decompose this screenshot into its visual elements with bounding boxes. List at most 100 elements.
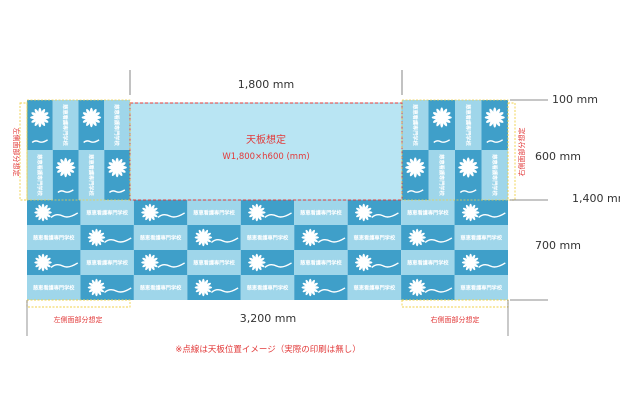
- tile: 慈恵看護専門学校: [294, 250, 348, 275]
- tile-school-name: 慈恵看護専門学校: [247, 234, 289, 242]
- flower-emblem-icon: [408, 278, 426, 297]
- tabletop-title: 天板想定: [246, 133, 286, 146]
- tile-school-name: 慈恵看護専門学校: [411, 104, 419, 146]
- tile: 慈恵看護専門学校: [402, 100, 429, 150]
- left-bottom-guide: [26, 299, 131, 308]
- wave-icon: [157, 212, 186, 219]
- wave-icon: [57, 189, 74, 194]
- tile-school-name: 慈恵看護専門学校: [113, 104, 121, 146]
- tabletop-area: [129, 102, 403, 201]
- wave-icon: [108, 189, 126, 194]
- tile: [347, 200, 402, 225]
- tile-school-name: 慈恵看護専門学校: [33, 284, 75, 292]
- tile: [80, 225, 134, 250]
- tile-school-name: 慈恵看護専門学校: [407, 209, 449, 217]
- tile: [454, 250, 508, 275]
- lower-tile-grid: 慈恵看護専門学校慈恵看護専門学校慈恵看護専門学校慈恵看護専門学校慈恵看護専門学校…: [27, 200, 508, 300]
- tile-school-name: 慈恵看護専門学校: [193, 209, 235, 217]
- tile: 慈恵看護専門学校: [240, 275, 295, 300]
- tile-school-name: 慈恵看護専門学校: [461, 234, 503, 242]
- side-guides: [19, 99, 516, 308]
- tabletop-size: W1,800×h600 (mm): [222, 152, 309, 162]
- tile: [187, 275, 241, 300]
- wave-icon: [210, 237, 239, 244]
- flower-emblem-icon: [405, 157, 426, 178]
- tile: 慈恵看護専門学校: [347, 275, 402, 300]
- tile-school-name: 慈恵看護専門学校: [247, 284, 289, 292]
- tile: 慈恵看護専門学校: [78, 150, 105, 200]
- wave-icon: [478, 212, 506, 219]
- wave-icon: [406, 189, 424, 194]
- flower-emblem-icon: [141, 253, 159, 272]
- wave-icon: [317, 287, 346, 294]
- tile-school-name: 慈恵看護専門学校: [140, 234, 182, 242]
- tile-school-name: 慈恵看護専門学校: [87, 154, 95, 196]
- wave-icon: [264, 262, 292, 269]
- tile: [454, 200, 508, 225]
- wave-icon: [317, 237, 346, 244]
- tile: [428, 100, 455, 150]
- tile: 慈恵看護専門学校: [294, 200, 348, 225]
- left-upper-tiles: 慈恵看護専門学校慈恵看護専門学校慈恵看護専門学校慈恵看護専門学校: [27, 100, 130, 200]
- wave-icon: [478, 262, 506, 269]
- tile: [80, 275, 134, 300]
- flower-emblem-icon: [87, 278, 106, 297]
- dimension-700-label: 700 mm: [535, 239, 581, 252]
- wave-icon: [104, 287, 132, 294]
- flower-emblem-icon: [81, 107, 102, 128]
- flower-emblem-icon: [34, 203, 52, 222]
- right-side-label: 右側面部分想定: [517, 128, 526, 177]
- tile: [104, 150, 130, 200]
- flower-emblem-icon: [301, 278, 320, 297]
- wave-icon: [371, 262, 399, 269]
- wave-icon: [433, 139, 451, 144]
- tile-school-name: 慈恵看護専門学校: [407, 259, 449, 267]
- dimension-bottom: 3,200 mm: [26, 300, 509, 336]
- tile-school-name: 慈恵看護専門学校: [300, 209, 342, 217]
- tile: [240, 250, 295, 275]
- wave-icon: [50, 262, 79, 269]
- flower-emblem-icon: [458, 157, 479, 178]
- flower-emblem-icon: [354, 203, 373, 222]
- flower-emblem-icon: [354, 253, 373, 272]
- wave-icon: [210, 287, 239, 294]
- tile: 慈恵看護専門学校: [52, 100, 79, 150]
- left-bottom-label: 左側面部分想定: [54, 315, 103, 324]
- tile: 慈恵看護専門学校: [133, 225, 188, 250]
- tile: 慈恵看護専門学校: [454, 225, 508, 250]
- tile-school-name: 慈恵看護専門学校: [438, 154, 446, 196]
- left-side-guide: [19, 102, 28, 201]
- tile-school-name: 慈恵看護専門学校: [86, 209, 128, 217]
- tile: [347, 250, 402, 275]
- tile: [133, 250, 188, 275]
- flower-emblem-icon: [431, 107, 452, 128]
- tile: 慈恵看護専門学校: [455, 100, 482, 150]
- tile-school-name: 慈恵看護専門学校: [464, 104, 472, 146]
- tile: [27, 250, 81, 275]
- tile: 慈恵看護専門学校: [187, 200, 241, 225]
- tile: 慈恵看護専門学校: [27, 150, 53, 200]
- tile-school-name: 慈恵看護専門学校: [62, 104, 70, 146]
- tile: [401, 225, 455, 250]
- tile-school-name: 慈恵看護専門学校: [86, 259, 128, 267]
- tile-school-name: 慈恵看護専門学校: [140, 284, 182, 292]
- flower-emblem-icon: [107, 157, 127, 178]
- tile: [187, 225, 241, 250]
- wave-icon: [157, 262, 186, 269]
- wave-icon: [486, 139, 504, 144]
- dimension-1400-label: 1,400 mm: [572, 192, 620, 205]
- tile-school-name: 慈恵看護専門学校: [461, 284, 503, 292]
- dimension-100-label: 100 mm: [552, 93, 598, 106]
- tile: 慈恵看護専門学校: [428, 150, 455, 200]
- flower-emblem-icon: [141, 203, 159, 222]
- wave-icon: [459, 189, 477, 194]
- tile: 慈恵看護専門学校: [133, 275, 188, 300]
- tile-school-name: 慈恵看護専門学校: [300, 259, 342, 267]
- right-bottom-label: 右側面部分想定: [431, 315, 480, 324]
- tile-school-name: 慈恵看護専門学校: [193, 259, 235, 267]
- tile: [52, 150, 79, 200]
- right-bottom-guide: [401, 299, 509, 308]
- wave-icon: [104, 237, 132, 244]
- flower-emblem-icon: [484, 107, 505, 128]
